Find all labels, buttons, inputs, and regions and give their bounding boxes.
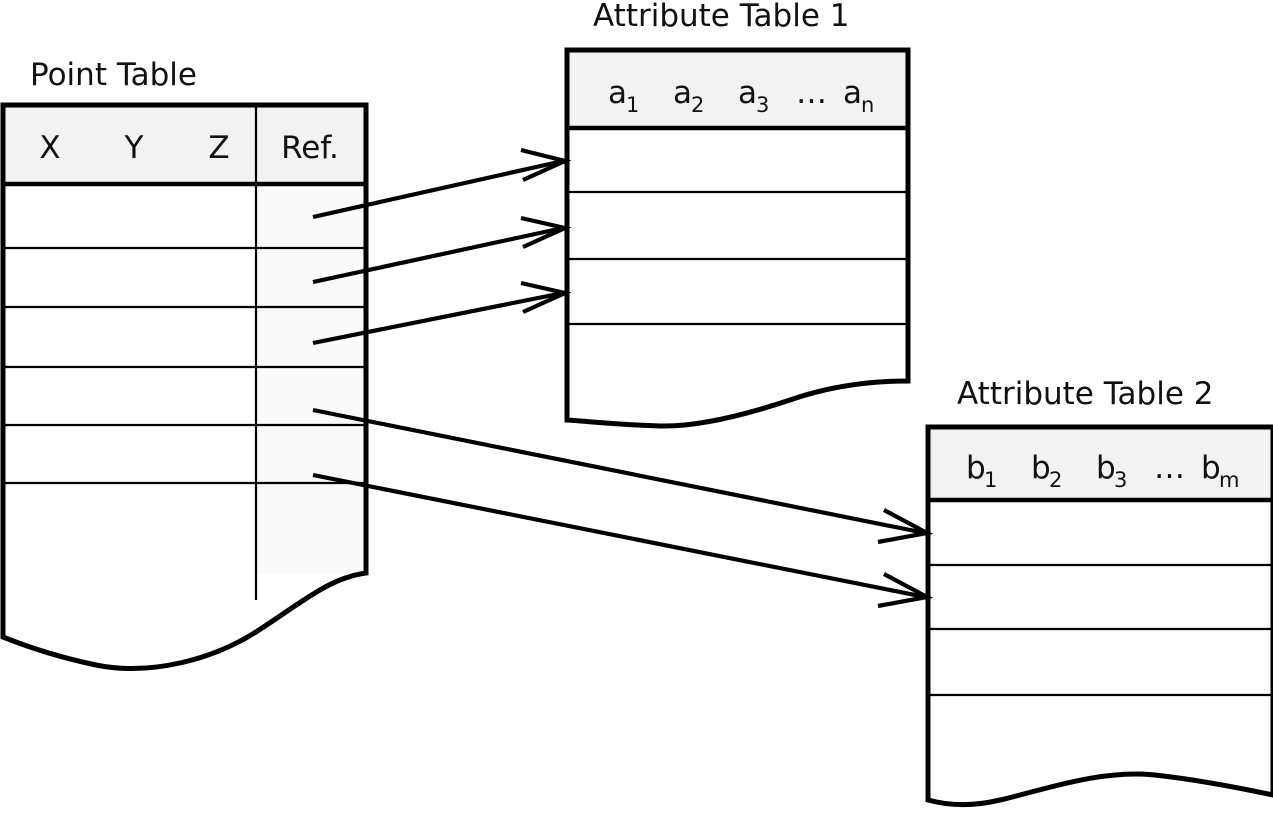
attribute-table-1-column-a3: a 3 [738, 75, 769, 117]
connector-arrow-5-shaft [312, 472, 926, 600]
attribute-table-2-column-b1-sub: 1 [984, 468, 997, 492]
attribute-table-2-group: Attribute Table 2 b 1 b 2 b 3 … b m [925, 376, 1273, 807]
attribute-table-2-column-b2: b 2 [1031, 450, 1062, 492]
attribute-table-1-column-a3-base: a [738, 75, 757, 111]
attribute-table-1-column-a2-sub: 2 [691, 93, 704, 117]
connector-arrow-4-head [877, 508, 934, 545]
connector-arrow-2 [312, 215, 572, 285]
attribute-table-2-column-b2-sub: 2 [1049, 468, 1062, 492]
connector-arrow-4 [312, 407, 934, 545]
connector-arrow-3-shaft [312, 290, 564, 346]
connector-arrow-4-shaft [312, 407, 926, 536]
connector-arrow-5-head [877, 572, 934, 609]
point-table-title: Point Table [30, 57, 197, 93]
attribute-table-1-column-a2-base: a [673, 75, 692, 111]
attribute-table-1-column-a3-sub: 3 [756, 93, 769, 117]
connector-arrow-1-head [520, 147, 572, 182]
attribute-table-2-column-b3: b 3 [1096, 450, 1127, 492]
attribute-table-2-column-b3-base: b [1096, 450, 1116, 486]
attribute-table-1-column-an-base: a [843, 75, 862, 111]
attribute-table-1-group: Attribute Table 1 a 1 a 2 a 3 … a n [564, 0, 911, 429]
connector-arrow-3-head [520, 280, 572, 314]
point-table-column-z: Z [208, 130, 229, 166]
connector-arrow-2-head [520, 215, 572, 249]
connector-arrow-2-shaft [312, 225, 564, 285]
attribute-table-1-column-an-sub: n [861, 93, 874, 117]
point-table-outline [0, 102, 369, 671]
point-table-header-fill [5, 107, 364, 182]
attribute-table-2-column-ellipsis: … [1154, 450, 1185, 486]
attribute-table-2-column-bm-base: b [1201, 450, 1221, 486]
attribute-table-2-column-bm-sub: m [1219, 468, 1239, 492]
connector-arrows-group [312, 147, 934, 609]
attribute-table-1-column-a1-sub: 1 [626, 93, 639, 117]
attribute-table-1-column-an: a n [843, 75, 874, 117]
connector-arrow-1-shaft [312, 158, 564, 220]
attribute-table-1-column-a2: a 2 [673, 75, 704, 117]
attribute-table-2-column-b1: b 1 [966, 450, 997, 492]
point-table-column-x: X [39, 130, 60, 166]
attribute-table-1-column-a1-base: a [608, 75, 627, 111]
point-table-ref-column-fill [257, 184, 364, 574]
attribute-table-1-outline [564, 47, 911, 429]
attribute-table-1-column-a1: a 1 [608, 75, 639, 117]
attribute-table-2-column-b2-base: b [1031, 450, 1051, 486]
connector-arrow-1 [312, 147, 572, 220]
point-table-column-y: Y [124, 130, 144, 166]
attribute-table-1-header-fill [569, 52, 906, 126]
attribute-table-2-column-bm: b m [1201, 450, 1239, 492]
connector-arrow-3 [312, 280, 572, 346]
attribute-table-2-header-fill [930, 429, 1271, 499]
point-table-group: Point Table X Y Z Ref. [0, 57, 369, 671]
connector-arrow-5 [312, 472, 934, 609]
attribute-table-1-title: Attribute Table 1 [593, 0, 849, 34]
attribute-table-2-title: Attribute Table 2 [957, 376, 1213, 412]
attribute-table-1-column-ellipsis: … [796, 75, 827, 111]
attribute-table-2-outline [925, 424, 1273, 807]
attribute-table-2-column-b3-sub: 3 [1114, 468, 1127, 492]
attribute-table-2-column-b1-base: b [966, 450, 986, 486]
point-table-column-ref: Ref. [281, 130, 339, 166]
